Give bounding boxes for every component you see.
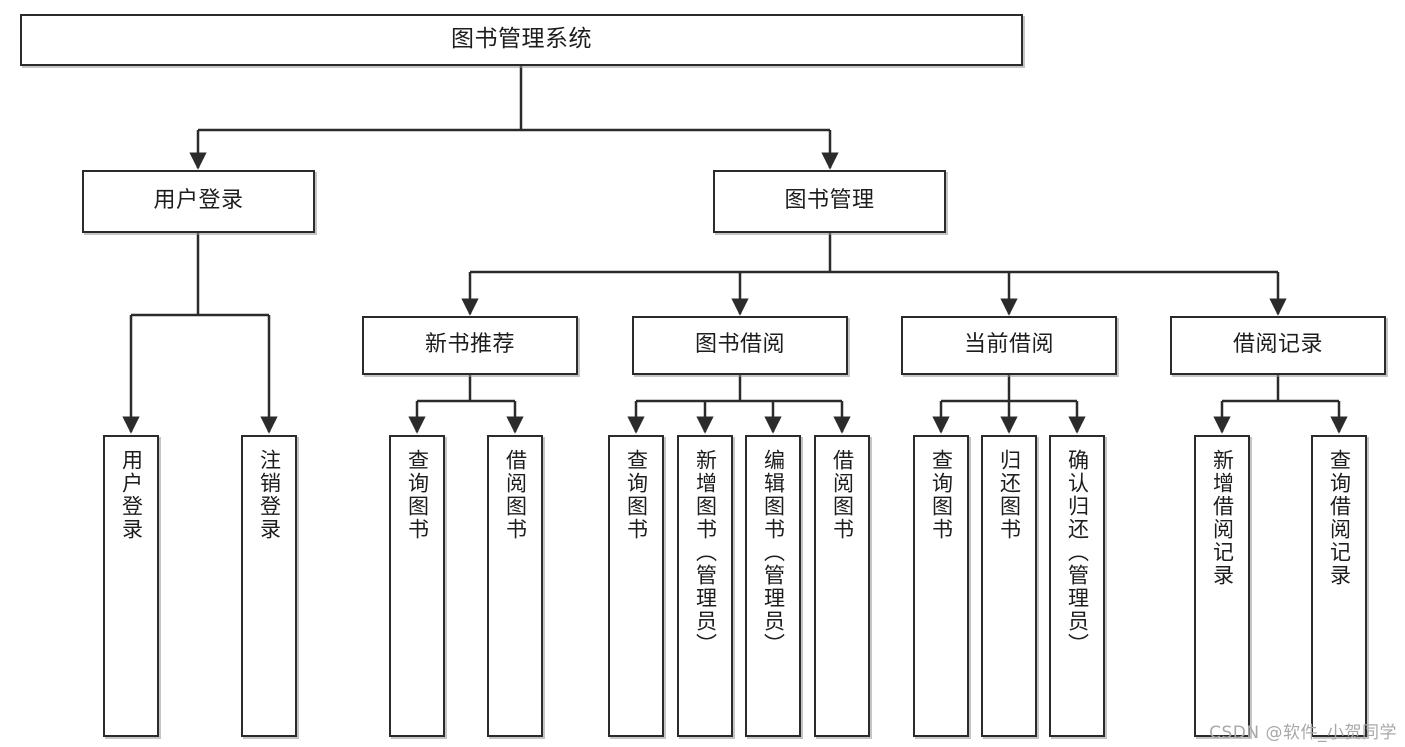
watermark-text: CSDN @软件_小贺同学 <box>1209 723 1397 743</box>
leaf-edit-book[interactable]: 编辑图书（管理员） <box>745 435 801 737</box>
leaf-return-book[interactable]: 归还图书 <box>981 435 1037 737</box>
leaf-logout-login[interactable]: 注销登录 <box>241 435 297 737</box>
node-label: 查询图书 <box>405 449 430 541</box>
leaf-borrow-book-1[interactable]: 借阅图书 <box>487 435 543 737</box>
node-label: 新增图书（管理员） <box>693 449 718 656</box>
node-label: 归还图书 <box>997 449 1022 541</box>
node-label: 当前借阅 <box>963 332 1054 358</box>
leaf-query-book-1[interactable]: 查询图书 <box>389 435 445 737</box>
node-book-borrow[interactable]: 图书借阅 <box>632 316 848 375</box>
node-label: 查询图书 <box>929 449 954 541</box>
node-label: 图书借阅 <box>694 332 785 358</box>
leaf-query-book-2[interactable]: 查询图书 <box>608 435 664 737</box>
leaf-borrow-book-2[interactable]: 借阅图书 <box>814 435 870 737</box>
leaf-query-book-3[interactable]: 查询图书 <box>913 435 969 737</box>
node-label: 查询借阅记录 <box>1327 449 1352 587</box>
node-borrow-record[interactable]: 借阅记录 <box>1170 316 1386 375</box>
node-label: 注销登录 <box>257 449 282 541</box>
node-label: 借阅图书 <box>503 449 528 541</box>
node-current-borrow[interactable]: 当前借阅 <box>901 316 1117 375</box>
node-user-login[interactable]: 用户登录 <box>82 170 315 233</box>
node-label: 图书管理系统 <box>451 26 592 53</box>
node-label: 用户登录 <box>153 188 244 214</box>
node-label: 借阅记录 <box>1232 332 1323 358</box>
node-root-system[interactable]: 图书管理系统 <box>20 14 1023 66</box>
node-label: 查询图书 <box>624 449 649 541</box>
node-label: 新增借阅记录 <box>1210 449 1235 587</box>
node-book-manage[interactable]: 图书管理 <box>713 170 946 233</box>
node-label: 借阅图书 <box>830 449 855 541</box>
node-label: 编辑图书（管理员） <box>761 449 786 656</box>
node-label: 确认归还（管理员） <box>1065 449 1090 656</box>
leaf-user-login[interactable]: 用户登录 <box>103 435 159 737</box>
node-label: 新书推荐 <box>424 332 515 358</box>
node-label: 用户登录 <box>119 449 144 541</box>
leaf-add-record[interactable]: 新增借阅记录 <box>1194 435 1250 737</box>
leaf-confirm-return[interactable]: 确认归还（管理员） <box>1049 435 1105 737</box>
leaf-add-book[interactable]: 新增图书（管理员） <box>677 435 733 737</box>
leaf-query-record[interactable]: 查询借阅记录 <box>1311 435 1367 737</box>
node-new-book-recommend[interactable]: 新书推荐 <box>362 316 578 375</box>
node-label: 图书管理 <box>784 188 875 214</box>
